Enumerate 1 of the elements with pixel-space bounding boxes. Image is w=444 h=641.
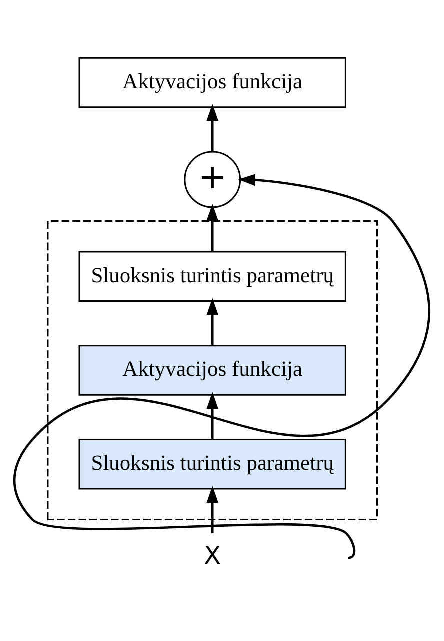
node-text: X xyxy=(204,541,222,570)
